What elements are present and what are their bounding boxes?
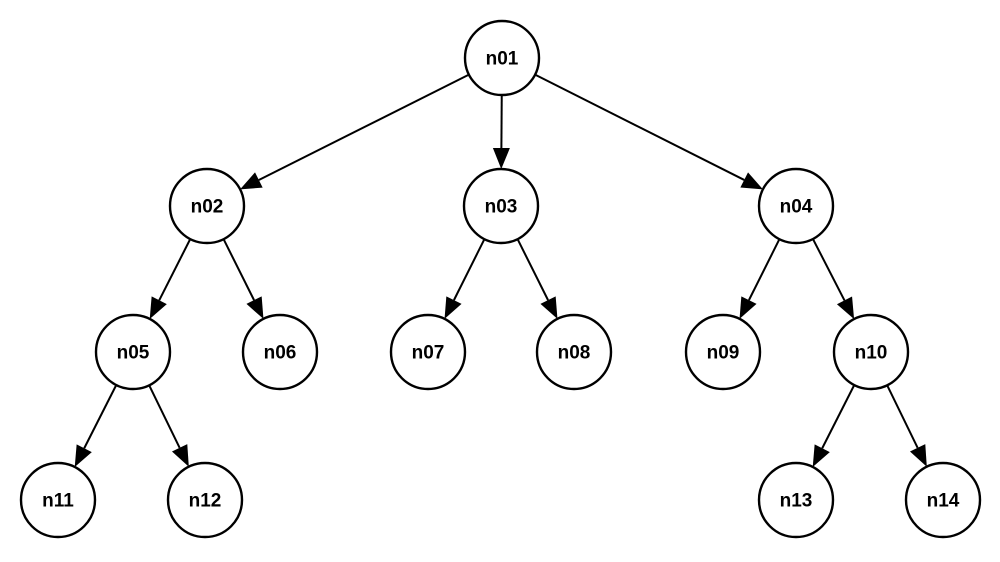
node-label: n03 (485, 197, 518, 218)
node-n06[interactable]: n06 (241, 313, 319, 391)
node-circle[interactable] (241, 313, 319, 391)
node-label: n02 (191, 197, 224, 218)
node-label: n08 (558, 343, 591, 364)
node-label: n04 (780, 197, 813, 218)
arrowhead-icon (740, 172, 763, 190)
edge-n05-to-n11 (74, 384, 118, 467)
arrowhead-icon (74, 444, 92, 467)
node-n03[interactable]: n03 (462, 167, 540, 245)
edge-n03-to-n08 (516, 238, 558, 319)
edge-line (148, 384, 181, 449)
edge-line (748, 238, 781, 301)
arrowhead-icon (540, 296, 558, 319)
edge-n10-to-n13 (812, 384, 856, 467)
edge-n02-to-n05 (149, 238, 192, 319)
edge-line (516, 238, 549, 301)
edge-n01-to-n03 (492, 94, 510, 169)
node-n12[interactable]: n12 (166, 461, 244, 539)
node-n04[interactable]: n04 (757, 167, 835, 245)
node-n07[interactable]: n07 (389, 313, 467, 391)
edge-line (222, 238, 255, 301)
node-circle[interactable] (684, 313, 762, 391)
node-label: n11 (42, 491, 74, 512)
edge-n04-to-n10 (812, 238, 855, 320)
node-circle[interactable] (389, 313, 467, 391)
edges-layer (74, 73, 927, 467)
node-n08[interactable]: n08 (535, 313, 613, 391)
edge-line (821, 384, 856, 449)
node-circle[interactable] (463, 19, 541, 97)
node-circle[interactable] (166, 461, 244, 539)
arrowhead-icon (171, 444, 189, 467)
edge-n01-to-n04 (534, 73, 763, 190)
node-label: n06 (264, 343, 297, 364)
node-circle[interactable] (19, 461, 97, 539)
node-label: n13 (780, 491, 813, 512)
node-label: n05 (117, 343, 150, 364)
arrowhead-icon (739, 296, 757, 319)
edge-line (158, 238, 192, 301)
arrowhead-icon (812, 444, 830, 467)
arrowhead-icon (836, 296, 855, 320)
nodes-layer: n01 n02 n03 n04 n05 n06 n07 n08 n09 n10 n11 n12 n13 n… (19, 19, 982, 539)
edge-n04-to-n09 (739, 238, 781, 319)
node-label: n14 (927, 491, 960, 512)
edge-line (886, 384, 919, 449)
node-circle[interactable] (535, 313, 613, 391)
edge-n05-to-n12 (148, 384, 189, 467)
node-n01[interactable]: n01 (463, 19, 541, 97)
node-circle[interactable] (462, 167, 540, 245)
edge-line (812, 238, 846, 301)
node-circle[interactable] (757, 461, 835, 539)
edge-line (258, 73, 470, 181)
node-label: n10 (855, 343, 888, 364)
arrowhead-icon (492, 147, 510, 169)
node-label: n09 (707, 343, 740, 364)
node-n10[interactable]: n10 (832, 313, 910, 391)
edge-line (453, 238, 486, 301)
node-circle[interactable] (904, 461, 982, 539)
node-circle[interactable] (832, 313, 910, 391)
node-n13[interactable]: n13 (757, 461, 835, 539)
edge-n02-to-n06 (222, 238, 264, 319)
node-label: n12 (189, 491, 222, 512)
arrowhead-icon (909, 444, 927, 467)
node-circle[interactable] (168, 167, 246, 245)
node-label: n07 (412, 343, 445, 364)
arrowhead-icon (444, 296, 462, 319)
node-n02[interactable]: n02 (168, 167, 246, 245)
node-label: n01 (486, 49, 519, 70)
node-n05[interactable]: n05 (94, 313, 172, 391)
edge-line (83, 384, 118, 449)
arrowhead-icon (149, 296, 167, 319)
edge-n01-to-n02 (240, 73, 470, 190)
arrowhead-icon (246, 296, 264, 319)
edge-n10-to-n14 (886, 384, 927, 467)
node-n09[interactable]: n09 (684, 313, 762, 391)
node-circle[interactable] (94, 313, 172, 391)
node-n11[interactable]: n11 (19, 461, 97, 539)
edge-n03-to-n07 (444, 238, 486, 319)
node-circle[interactable] (757, 167, 835, 245)
edge-line (534, 73, 745, 181)
arrowhead-icon (240, 172, 263, 190)
node-n14[interactable]: n14 (904, 461, 982, 539)
